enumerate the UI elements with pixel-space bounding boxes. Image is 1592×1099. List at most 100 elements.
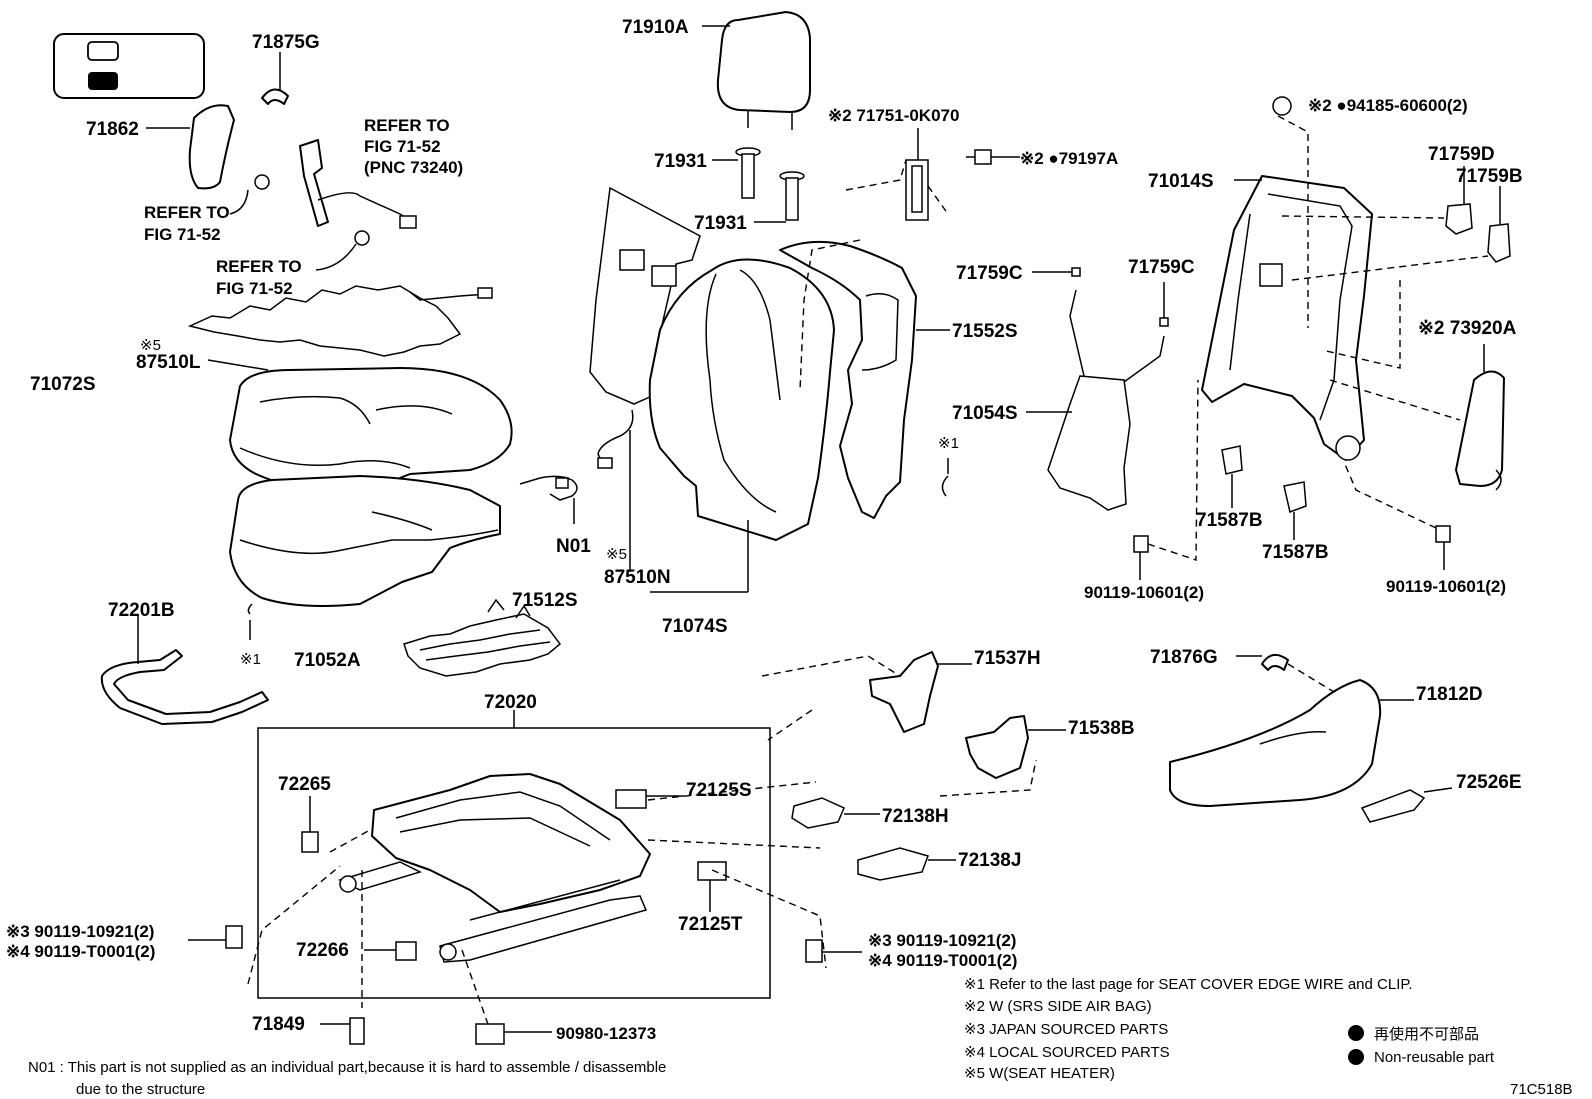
frame-cover-71759D: [1445, 166, 1473, 235]
frame-cover-71759B: [1487, 186, 1511, 263]
seat-heater-mat: [187, 285, 493, 371]
legend-jp: 再使用不可部品: [1374, 1026, 1479, 1043]
label-71054S: 71054S: [952, 403, 1018, 424]
adjuster-cover-72125S: [615, 789, 684, 809]
frame-bolt-right: [1343, 461, 1451, 570]
inner-cover-71537H: [869, 651, 972, 733]
note-2: ※2 W (SRS SIDE AIR BAG): [964, 998, 1152, 1015]
label-72020: 72020: [484, 692, 537, 713]
adjuster-dash-2: [647, 781, 817, 801]
label-71931-lower: 71931: [694, 213, 747, 234]
cover-dash-2: [1291, 255, 1489, 281]
refer-bolt-upper: REFER TO FIG 71-52: [144, 203, 230, 244]
label-72265: 72265: [278, 774, 331, 795]
label-71512S: 71512S: [512, 590, 578, 611]
frame-bracket-left: [1221, 445, 1243, 508]
note-4: ※4 LOCAL SOURCED PARTS: [964, 1044, 1170, 1061]
label-71587B-left: 71587B: [1196, 510, 1263, 531]
label-71862: 71862: [86, 119, 139, 140]
label-79197A: ※2 ●79197A: [1020, 149, 1118, 168]
buckle-bolt-lower: [354, 230, 370, 246]
seatback-cover: [648, 258, 835, 593]
inner-cover-71538B: [965, 715, 1066, 779]
label-94185-60600: ※2 ●94185-60600(2): [1308, 96, 1468, 115]
seatback-frame: [1201, 175, 1373, 461]
clip-71875G: [261, 52, 289, 105]
adjuster-cover-72125T: [697, 861, 727, 912]
edge-clip-right: [941, 475, 949, 497]
cover-dash-1: [1281, 215, 1445, 219]
adjuster-dash-7: [461, 949, 491, 1031]
svg-text:(PNC 73240): (PNC 73240): [364, 158, 463, 177]
label-bolt-right-japan: ※3 90119-10921(2): [868, 931, 1016, 950]
label-bolt-right-local: ※4 90119-T0001(2): [868, 951, 1017, 970]
track-bolt-right: [805, 939, 862, 963]
frame-bolt-left: [1133, 379, 1199, 580]
headrest-support-lower: [754, 171, 805, 223]
airbag-dash: [1321, 280, 1401, 369]
leader-refer-2: [229, 189, 249, 215]
seat-cushion-pad: [229, 475, 501, 607]
cover-dash-5: [939, 759, 1037, 797]
airbag-dash-2: [1329, 379, 1461, 421]
track-cover-72138J: [857, 847, 956, 881]
cover-dash-4: [767, 709, 813, 741]
label-71751-0K070: ※2 71751-0K070: [828, 106, 959, 125]
side-airbag: [1455, 344, 1505, 491]
cover-90980-12373: [475, 1023, 552, 1045]
label-71538B: 71538B: [1068, 718, 1135, 739]
label-71875G: 71875G: [252, 32, 320, 53]
footnotes: ※1 Refer to the last page for SEAT COVER…: [964, 976, 1413, 1082]
cushion-edge-wire: [100, 616, 269, 725]
legend-non-reusable: 再使用不可部品 Non-reusable part: [1348, 1025, 1495, 1066]
label-73920A: ※2 73920A: [1418, 318, 1517, 339]
seat-belt-buckle: [299, 139, 417, 229]
svg-text:FIG 71-52: FIG 71-52: [216, 279, 293, 298]
frame-nut: [1272, 96, 1292, 116]
seatback-spring: [1026, 289, 1165, 511]
adjuster-cover-72266: [364, 941, 417, 961]
note-1: ※1 Refer to the last page for SEAT COVER…: [964, 976, 1413, 993]
label-90980-12373: 90980-12373: [556, 1024, 656, 1043]
label-72526E: 72526E: [1456, 772, 1522, 793]
seatback-pad: [779, 239, 950, 519]
label-71931-upper: 71931: [654, 151, 707, 172]
label-x1-left: ※1: [240, 651, 261, 668]
svg-text:FIG 71-52: FIG 71-52: [144, 225, 221, 244]
heater-harness-N01: [519, 475, 578, 524]
label-72138H: 72138H: [882, 806, 949, 827]
label-71812D: 71812D: [1416, 684, 1483, 705]
label-71072S: 71072S: [30, 374, 96, 395]
label-72266: 72266: [296, 940, 349, 961]
note-N01-cont: due to the structure: [76, 1081, 205, 1098]
label-71587B-right: 71587B: [1262, 542, 1329, 563]
label-90119-10601-left: 90119-10601(2): [1084, 583, 1204, 602]
label-72125S: 72125S: [686, 780, 752, 801]
refer-buckle: REFER TO FIG 71-52 (PNC 73240): [364, 116, 463, 177]
adjuster-dash-4: [711, 869, 827, 969]
label-N01: N01: [556, 536, 591, 557]
legend-dot-en: [1348, 1049, 1364, 1065]
label-71759C-right: 71759C: [1128, 257, 1195, 278]
label-71552S: 71552S: [952, 321, 1018, 342]
cover-dash-3: [761, 655, 901, 677]
seat-cushion-shield: [1169, 679, 1414, 807]
track-cover-72138H: [791, 797, 880, 829]
legend-en: Non-reusable part: [1374, 1049, 1495, 1066]
label-bolt-left-japan: ※3 90119-10921(2): [6, 922, 154, 941]
svg-text:REFER TO: REFER TO: [364, 116, 450, 135]
svg-text:REFER TO: REFER TO: [216, 257, 302, 276]
adjuster-dash-1: [329, 829, 371, 853]
spring-hook-left: [1071, 267, 1081, 277]
bracket-dash-2: [927, 185, 949, 215]
svg-text:FIG 71-52: FIG 71-52: [364, 137, 441, 156]
airbag-nut-bolt: [966, 149, 1020, 165]
label-71876G: 71876G: [1150, 647, 1218, 668]
label-x1-mid: ※1: [938, 435, 959, 452]
cushion-spring: [403, 598, 562, 677]
back-board-cover: [146, 104, 235, 190]
label-71759D: 71759D: [1428, 144, 1495, 165]
track-bolt-left: [188, 925, 243, 949]
clip-71876G: [1236, 653, 1289, 671]
